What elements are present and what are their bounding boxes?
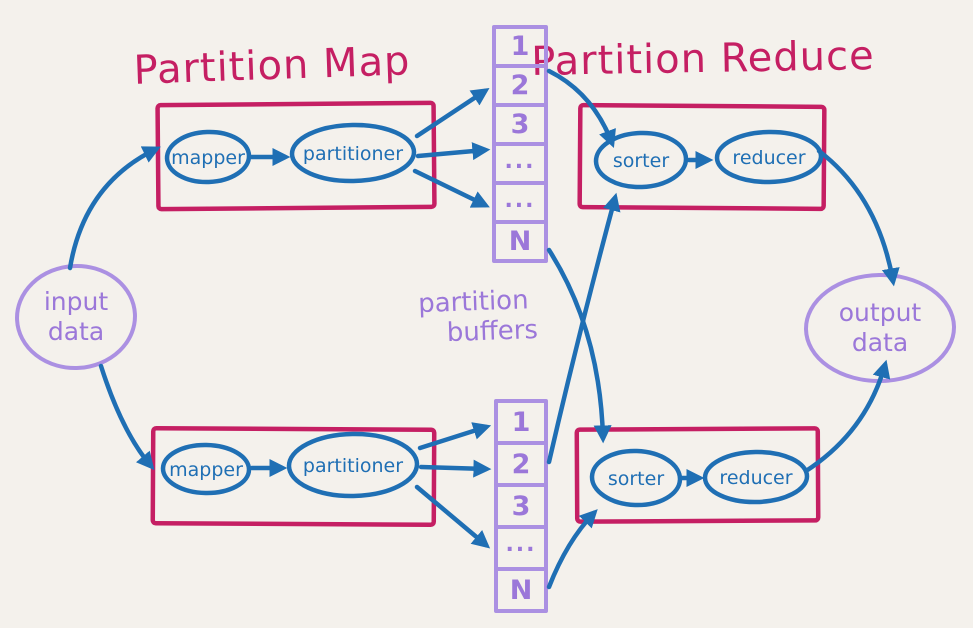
buffer-cell-label: 2 bbox=[511, 70, 530, 101]
edge-partitioner-top-to-buffer-low bbox=[412, 168, 490, 208]
reduce-stage-title: Partition Reduce bbox=[531, 33, 875, 85]
buffer-cell-label: N bbox=[510, 575, 533, 606]
map-task-box-bottom bbox=[150, 426, 437, 527]
partitioner-node-bottom bbox=[286, 431, 420, 499]
buffer-cell-label: 3 bbox=[511, 109, 530, 140]
partition-buffers-caption: partition buffers bbox=[418, 285, 539, 348]
edge-partitioner-bottom-to-buffer-cell1 bbox=[417, 422, 492, 451]
edge-reducer-bottom-to-output bbox=[803, 359, 891, 474]
edge-input-to-mapper-bottom bbox=[98, 363, 155, 471]
buffer-cell-label: N bbox=[509, 226, 532, 257]
reducer-label-bottom: reducer bbox=[719, 467, 792, 489]
buffer-cell-label: 1 bbox=[512, 407, 531, 438]
sorter-node-top bbox=[593, 130, 689, 190]
sorter-node-bottom bbox=[589, 448, 683, 508]
reducer-node-top bbox=[714, 129, 824, 185]
edge-buffer-top-N-to-sorter-bottom bbox=[546, 247, 612, 444]
partitioner-label-top: partitioner bbox=[303, 143, 403, 165]
edge-buffer-top-cell2-to-sorter-top bbox=[546, 68, 616, 149]
buffer-cell bbox=[492, 220, 548, 263]
buffer-cell bbox=[494, 567, 548, 613]
partitioner-node-top bbox=[289, 122, 417, 184]
edge-partitioner-bottom-to-buffer-cell2 bbox=[418, 459, 492, 478]
sorter-label-top: sorter bbox=[613, 150, 669, 172]
buffer-cell-label: ... bbox=[504, 149, 535, 174]
partition-buffers-caption-line1: partition bbox=[418, 285, 529, 319]
reducer-label-top: reducer bbox=[732, 147, 805, 169]
buffer-cell-label: ... bbox=[505, 532, 536, 557]
map-stage-title: Partition Map bbox=[133, 38, 411, 94]
partition-buffers-caption-line2: buffers bbox=[446, 315, 538, 348]
mapper-node-bottom bbox=[160, 442, 252, 496]
partitioner-label-bottom: partitioner bbox=[303, 455, 403, 477]
buffer-cell-label: 3 bbox=[512, 491, 531, 522]
output-data-label-line1: output bbox=[839, 298, 922, 327]
mapper-label-top: mapper bbox=[171, 147, 245, 169]
edge-partitioner-top-to-buffer-mid bbox=[415, 142, 491, 161]
edge-partitioner-top-to-buffer-cell2 bbox=[414, 88, 490, 139]
buffer-cell-label: 2 bbox=[512, 449, 531, 480]
buffer-cell-label: 1 bbox=[511, 31, 530, 62]
buffer-cell-label: ... bbox=[504, 188, 535, 213]
edge-buffer-bottom-cell2-to-sorter-top bbox=[546, 192, 621, 465]
reduce-task-box-bottom bbox=[574, 426, 821, 524]
input-data-blob bbox=[15, 263, 137, 371]
edge-reducer-top-to-output bbox=[816, 148, 900, 287]
edge-partitioner-bottom-to-buffer-low bbox=[414, 484, 491, 549]
input-data-label-line1: input bbox=[44, 287, 109, 316]
mapper-node-top bbox=[164, 129, 252, 185]
partition-buffer-bottom: 1 2 3 ... N bbox=[494, 399, 548, 613]
input-data-label-line2: data bbox=[48, 317, 104, 346]
output-data-label-line2: data bbox=[852, 328, 908, 357]
edge-input-to-mapper-top bbox=[67, 146, 161, 271]
sorter-label-bottom: sorter bbox=[608, 468, 664, 490]
edge-buffer-bottom-N-to-sorter-bottom bbox=[546, 509, 598, 590]
reducer-node-bottom bbox=[702, 449, 810, 505]
mapper-label-bottom: mapper bbox=[169, 459, 243, 481]
partition-buffer-top: 1 2 3 ... ... N bbox=[492, 25, 548, 263]
